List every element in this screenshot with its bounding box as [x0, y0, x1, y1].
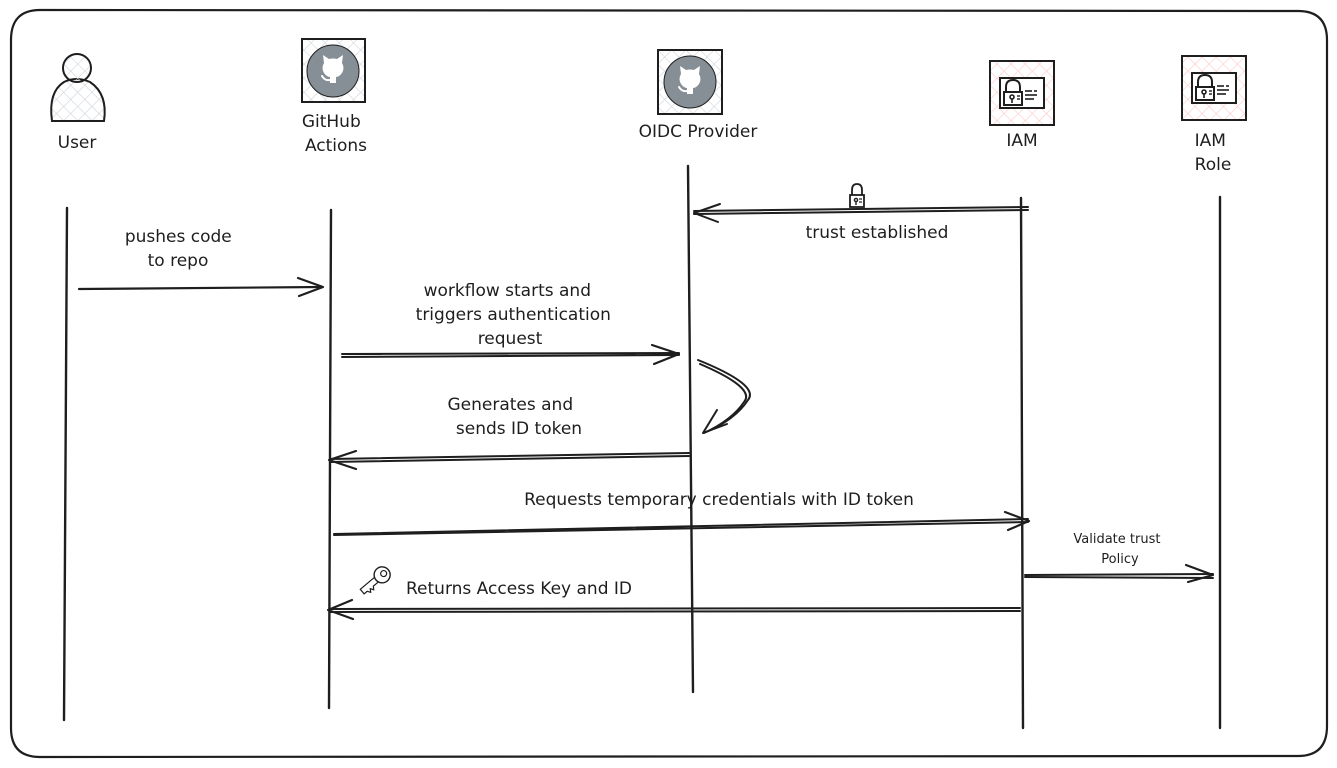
participant-label-line-1: GitHub: [302, 112, 361, 132]
arrowhead: [296, 276, 325, 298]
curved-arrow: [697, 359, 751, 434]
arrowhead: [693, 203, 721, 223]
message-label-line-1: Generates and: [447, 395, 573, 415]
arrow-line: [341, 352, 680, 358]
key-icon: [359, 566, 391, 595]
message-label-line-2: sends ID token: [456, 419, 582, 439]
arrowhead: [327, 449, 358, 471]
message-id-token: Generates and sends ID token: [327, 395, 690, 471]
svg-text:IAM Role: IAM Role: [1195, 131, 1232, 175]
message-returns-access-key: Returns Access Key and ID: [326, 566, 1021, 621]
svg-text:GitHub Actions: GitHub Actions: [302, 112, 367, 156]
svg-text:trust established: trust established: [806, 223, 949, 243]
message-label-line-1: pushes code: [125, 227, 232, 247]
person-icon: [50, 53, 106, 122]
id-card-lock-icon: [989, 60, 1055, 126]
participant-oidc-provider: OIDC Provider: [639, 49, 758, 142]
message-auth-request: workflow starts and triggers authenticat…: [341, 281, 681, 366]
svg-text:User: User: [58, 133, 97, 153]
participant-iam: IAM: [989, 60, 1055, 151]
arrow-line: [329, 452, 690, 463]
id-card-lock-icon: [1181, 55, 1247, 121]
arrowhead: [1184, 563, 1215, 584]
message-label-line-1: Validate trust: [1073, 532, 1160, 547]
arrow-line: [329, 607, 1021, 613]
message-request-credentials: Requests temporary credentials with ID t…: [333, 490, 1031, 536]
lifeline-oidc-provider: [686, 164, 695, 694]
lifeline-iam: [1019, 196, 1025, 730]
svg-text:Generates and sends ID t: Generates and sends ID token: [447, 395, 582, 439]
svg-text:Validate trust Policy: Validate trust Policy: [1073, 532, 1164, 567]
arrowhead: [702, 409, 728, 434]
svg-text:Requests temporary credentials: Requests temporary credentials with ID t…: [524, 490, 914, 510]
participant-label: OIDC Provider: [639, 122, 758, 142]
message-label: Requests temporary credentials with ID t…: [524, 490, 914, 510]
svg-text:Returns Access Key and ID: Returns Access Key and ID: [406, 579, 632, 599]
github-icon: [657, 49, 723, 115]
arrow-line: [1024, 573, 1214, 579]
github-icon: [301, 38, 366, 103]
message-label-line-2: to repo: [148, 251, 209, 271]
diagram-frame: [9, 8, 1329, 759]
arrowhead: [650, 343, 681, 366]
lock-icon: [849, 183, 865, 208]
message-label: Returns Access Key and ID: [406, 579, 632, 599]
message-pushes-code: pushes code to repo: [77, 227, 325, 298]
message-label-line-2: triggers authentication: [416, 305, 611, 325]
message-label-line-2: Policy: [1101, 552, 1139, 567]
message-label-line-1: workflow starts and: [424, 281, 591, 301]
participant-label: User: [58, 133, 97, 153]
message-label: trust established: [806, 223, 949, 243]
participant-label-line-2: Actions: [305, 136, 367, 156]
svg-text:workflow starts and trig: workflow starts and triggers authenticat…: [416, 281, 617, 349]
svg-text:OIDC Provider: OIDC Provider: [639, 122, 758, 142]
message-trust-established: trust established: [693, 183, 1029, 243]
arrowhead: [1003, 510, 1031, 532]
svg-text:IAM: IAM: [1006, 131, 1037, 151]
arrow-line: [77, 285, 324, 291]
participant-label-line-2: Role: [1195, 155, 1232, 175]
message-label-line-3: request: [478, 329, 543, 349]
lifeline-user: [62, 206, 69, 722]
participant-label: IAM: [1006, 131, 1037, 151]
message-validate-policy: Validate trust Policy: [1024, 532, 1215, 584]
arrowhead: [326, 598, 355, 621]
participant-iam-role: IAM Role: [1181, 55, 1247, 175]
participant-github-actions: GitHub Actions: [301, 38, 367, 156]
arrow-line: [693, 206, 1029, 215]
participant-label-line-1: IAM: [1195, 131, 1226, 151]
message-self-process: [697, 359, 751, 434]
participant-user: User: [50, 53, 106, 153]
arrow-line: [333, 518, 1029, 536]
svg-text:pushes code to repo: pushes code to repo: [125, 227, 237, 271]
